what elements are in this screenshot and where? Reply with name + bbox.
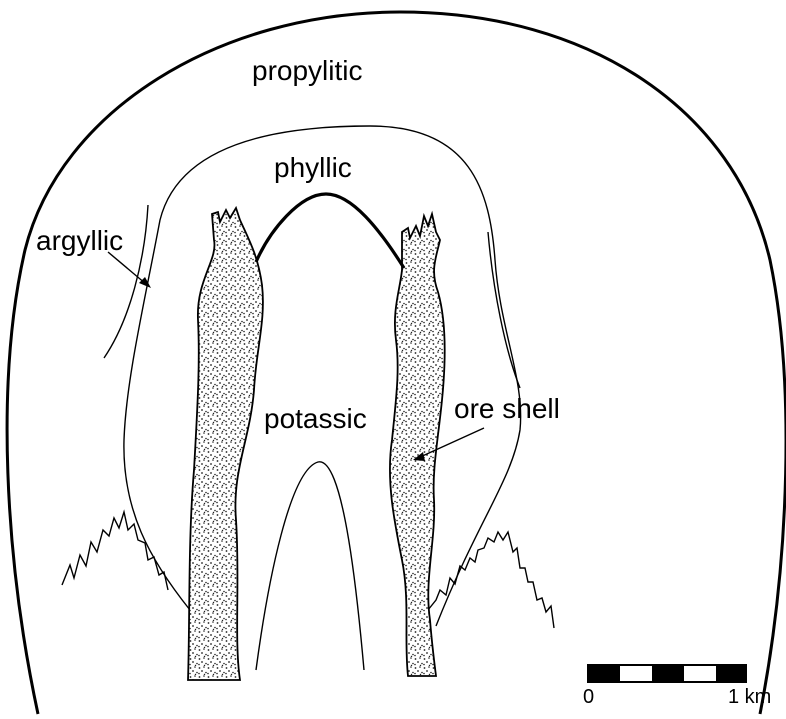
argyllic-leader-line xyxy=(108,252,146,284)
jagged-boundary-left xyxy=(62,512,168,590)
potassic-core-arch xyxy=(256,462,364,670)
ore-shell-label: ore shell xyxy=(454,393,560,424)
scale-bar-start-label: 0 xyxy=(583,686,594,708)
jagged-boundary-right xyxy=(428,532,554,628)
propylitic-boundary xyxy=(7,12,786,714)
scale-bar-segment-3 xyxy=(652,665,684,682)
potassic-label: potassic xyxy=(264,403,367,434)
argyllic-label: argyllic xyxy=(36,225,123,256)
scale-bar-segment-5 xyxy=(716,665,746,682)
argyllic-arc-right xyxy=(488,232,520,388)
phyllic-cap-arc xyxy=(256,194,404,268)
ore-shell-right xyxy=(390,214,445,676)
scale-bar: 0 1 km xyxy=(583,665,771,708)
scale-bar-end-label: 1 km xyxy=(728,686,771,708)
phyllic-boundary xyxy=(124,126,521,626)
ore-shell-left xyxy=(188,208,263,680)
propylitic-label: propylitic xyxy=(252,55,362,86)
scale-bar-segment-1 xyxy=(588,665,620,682)
phyllic-label: phyllic xyxy=(274,152,352,183)
